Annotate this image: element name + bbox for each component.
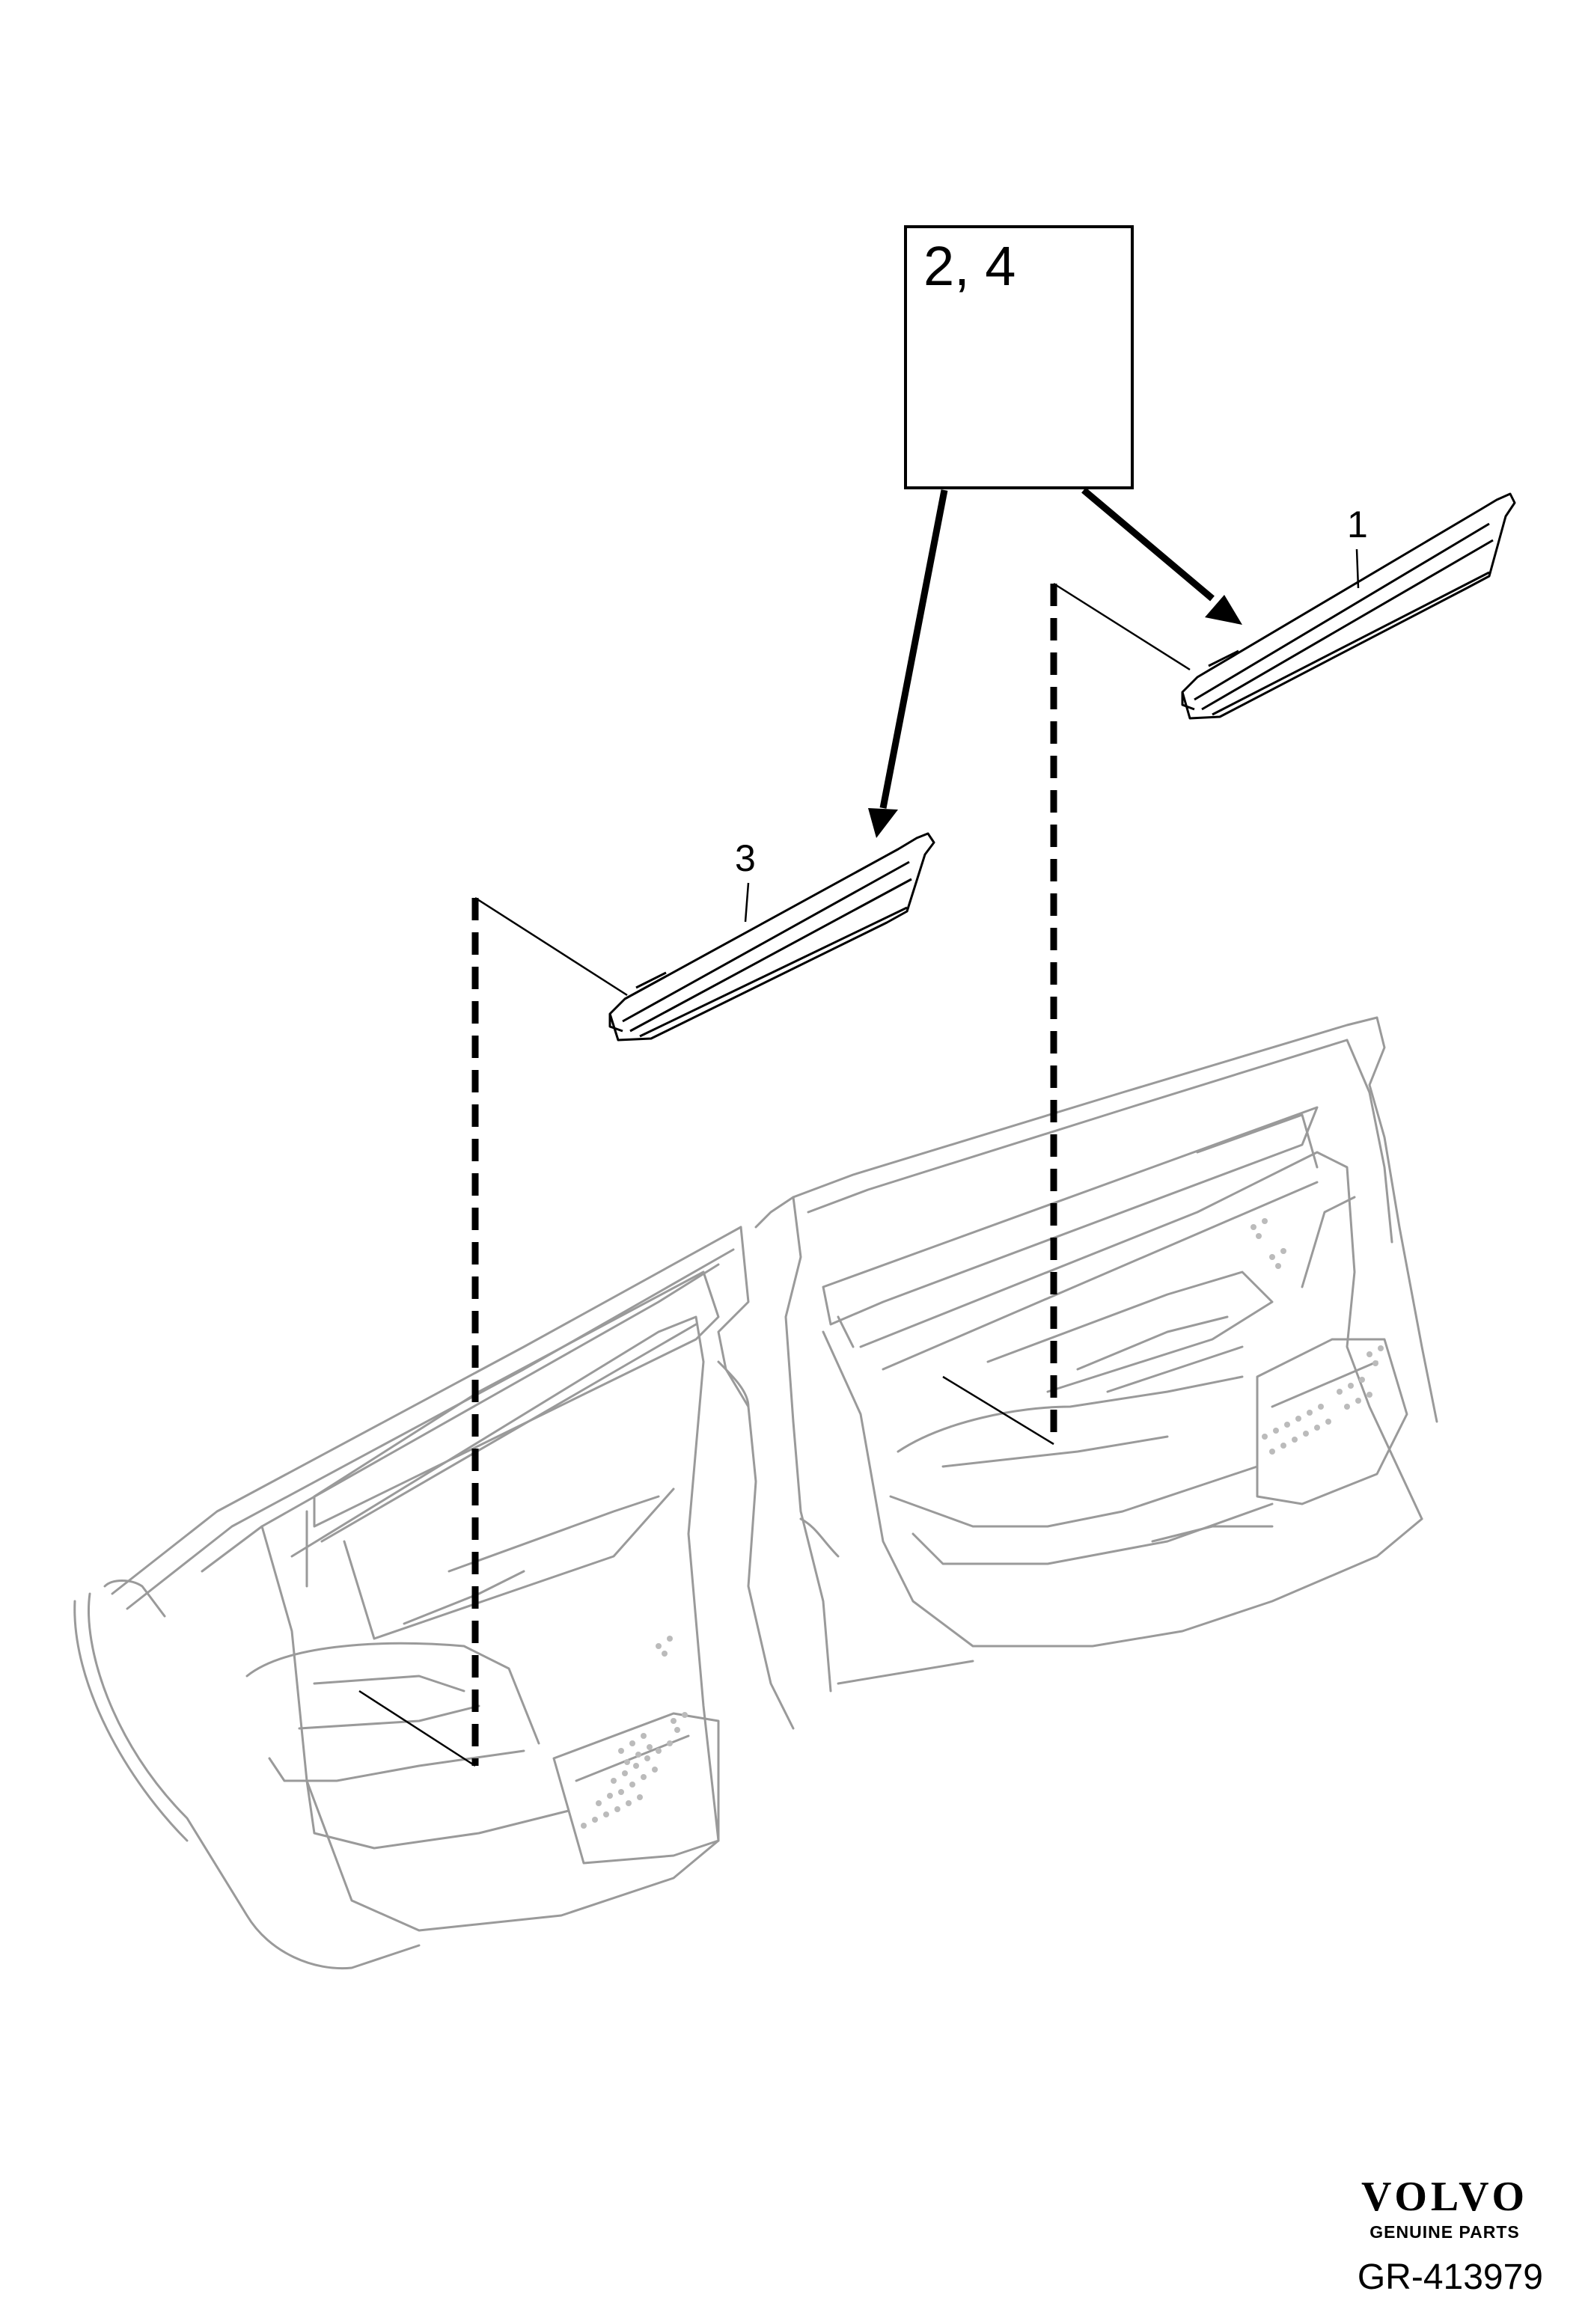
car-body-outline: [73, 1016, 1438, 1970]
part-number-1: 1: [1347, 504, 1368, 545]
brand-block: VOLVO GENUINE PARTS: [1361, 2176, 1528, 2242]
sill-moulding-part-1: [1181, 492, 1516, 720]
leader-lines: [358, 548, 1360, 1767]
clip-callout-box: 2, 4: [904, 225, 1134, 489]
volvo-logo: VOLVO: [1361, 2174, 1528, 2220]
speaker-grille: [581, 1218, 1384, 1829]
callout-arrows: [879, 487, 1215, 809]
alignment-dashed-lines: [471, 584, 1057, 1766]
sill-moulding-part-3: [608, 832, 935, 1042]
brand-tagline: GENUINE PARTS: [1369, 2222, 1520, 2242]
callout-label: 2, 4: [923, 235, 1016, 297]
figure-id: GR-413979: [1357, 2257, 1543, 2297]
part-number-3: 3: [735, 837, 756, 879]
arrow-heads: [868, 595, 1242, 838]
